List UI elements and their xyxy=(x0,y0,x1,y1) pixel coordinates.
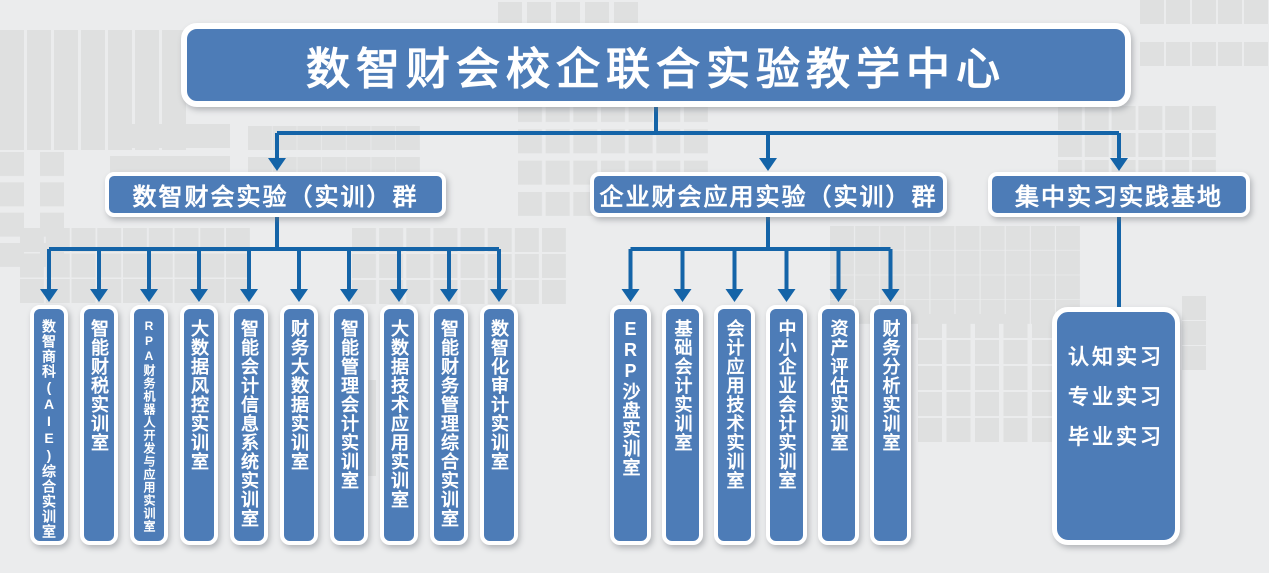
arrowhead xyxy=(621,289,640,302)
room-box: RPA财务机器人开发与应用实训室 xyxy=(130,305,168,545)
room-label: ERP沙盘实训室 xyxy=(620,319,641,477)
room-label: 智能管理会计实训室 xyxy=(339,319,359,490)
room-label: RPA财务机器人开发与应用实训室 xyxy=(142,319,156,533)
room-box: 智能财税实训室 xyxy=(80,305,118,545)
room-box: 基础会计实训室 xyxy=(662,305,703,545)
mosaic-cluster xyxy=(1182,296,1222,370)
mosaic-cluster xyxy=(352,228,566,304)
arrowhead xyxy=(829,289,848,302)
room-box: 财务大数据实训室 xyxy=(280,305,318,545)
arrowhead xyxy=(881,289,900,302)
connector-path xyxy=(628,215,893,290)
room-box: ERP沙盘实训室 xyxy=(610,305,651,545)
room-box: 智能财务管理综合实训室 xyxy=(430,305,468,545)
room-label: 智能财税实训室 xyxy=(89,319,109,452)
room-label: 基础会计实训室 xyxy=(672,319,693,452)
arrowhead xyxy=(490,289,508,302)
room-list-group2: ERP沙盘实训室 基础会计实训室 会计应用技术实训室 中小企业会计实训室 资产评估实训室… xyxy=(610,305,911,545)
room-list-group1: 数智商科(AIE)综合实训室 智能财税实训室 RPA财务机器人开发与应用实训室 大数据… xyxy=(30,305,518,545)
internship-item: 毕业实习 xyxy=(1068,426,1164,449)
room-label: 财务分析实训室 xyxy=(880,319,901,452)
room-label: 数智商科(AIE)综合实训室 xyxy=(41,319,57,539)
arrowhead xyxy=(1110,158,1128,171)
room-label: 智能财务管理综合实训室 xyxy=(439,319,459,528)
arrowhead xyxy=(725,289,744,302)
arrowhead xyxy=(268,158,286,171)
mosaic-cluster xyxy=(110,124,230,180)
arrowhead xyxy=(390,289,408,302)
room-box: 数智化审计实训室 xyxy=(480,305,518,545)
chart-title: 数智财会校企联合实验教学中心 xyxy=(181,23,1131,107)
arrowhead xyxy=(777,289,796,302)
room-box: 大数据风控实训室 xyxy=(180,305,218,545)
room-box: 数智商科(AIE)综合实训室 xyxy=(30,305,68,545)
room-label: 大数据技术应用实训室 xyxy=(389,319,409,509)
arrowhead xyxy=(340,289,358,302)
room-box: 资产评估实训室 xyxy=(818,305,859,545)
arrowhead xyxy=(440,289,458,302)
room-box: 大数据技术应用实训室 xyxy=(380,305,418,545)
internship-box: 认知实习 专业实习 毕业实习 xyxy=(1052,307,1180,545)
mosaic-cluster xyxy=(1058,106,1216,184)
mosaic-cluster xyxy=(20,228,250,303)
room-label: 数智化审计实训室 xyxy=(489,319,509,471)
room-label: 财务大数据实训室 xyxy=(289,319,309,471)
arrowhead xyxy=(40,289,58,302)
arrowhead xyxy=(673,289,692,302)
room-box: 财务分析实训室 xyxy=(870,305,911,545)
arrowhead xyxy=(140,289,158,302)
chart-title-label: 数智财会校企联合实验教学中心 xyxy=(306,45,1006,94)
room-label: 大数据风控实训室 xyxy=(189,319,209,471)
arrowhead xyxy=(240,289,258,302)
branch-enterprise-finance-lab-group: 企业财会应用实验（实训）群 xyxy=(590,172,947,217)
arrowhead xyxy=(90,289,108,302)
room-label: 资产评估实训室 xyxy=(828,319,849,452)
room-box: 智能管理会计实训室 xyxy=(330,305,368,545)
connector-path xyxy=(275,105,1121,159)
connector-path xyxy=(47,215,501,290)
branch-internship-practice-base: 集中实习实践基地 xyxy=(988,172,1250,217)
room-label: 中小企业会计实训室 xyxy=(776,319,797,490)
room-label: 会计应用技术实训室 xyxy=(724,319,745,490)
room-box: 智能会计信息系统实训室 xyxy=(230,305,268,545)
internship-item: 专业实习 xyxy=(1068,386,1164,409)
arrowhead xyxy=(759,158,777,171)
room-box: 会计应用技术实训室 xyxy=(714,305,755,545)
room-box: 中小企业会计实训室 xyxy=(766,305,807,545)
branch-digital-finance-lab-group: 数智财会实验（实训）群 xyxy=(105,172,446,217)
mosaic-cluster xyxy=(918,314,1056,442)
arrowhead xyxy=(290,289,308,302)
room-label: 智能会计信息系统实训室 xyxy=(239,319,259,528)
arrowhead xyxy=(190,289,208,302)
internship-item: 认知实习 xyxy=(1068,346,1164,369)
mosaic-cluster xyxy=(1140,0,1268,66)
